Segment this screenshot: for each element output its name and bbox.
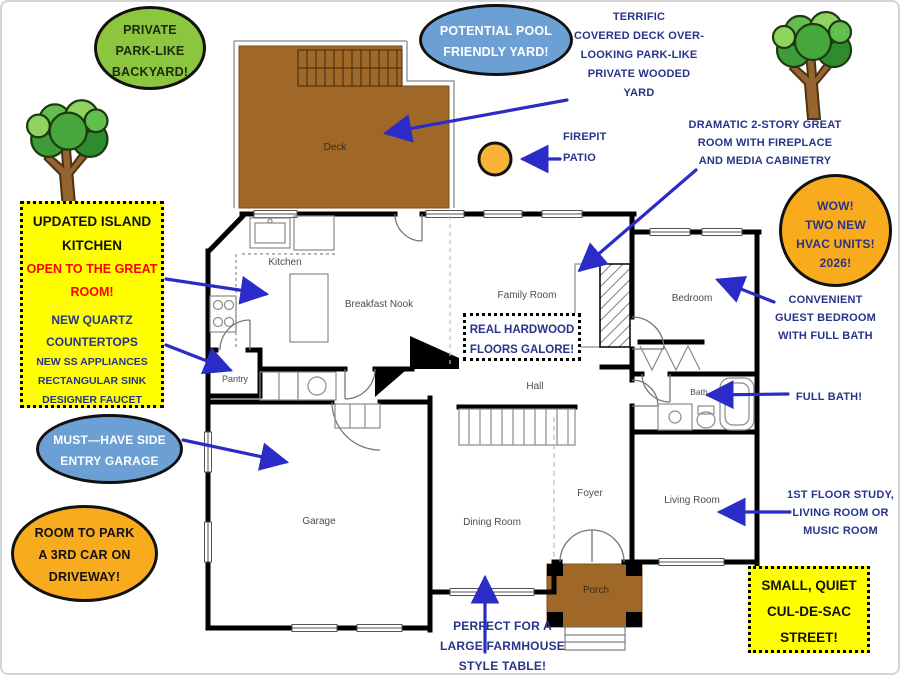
hardwood-note-line: REAL HARDWOOD <box>469 324 575 336</box>
culdesac-note-line: STREET! <box>780 630 838 645</box>
room-label-garage: Garage <box>302 516 336 527</box>
room-label-living-room: Living Room <box>664 495 720 506</box>
kitchen-note-line: RECTANGULAR SINK <box>37 375 147 387</box>
arrow-to-bedroom <box>715 275 776 304</box>
third-car-bubble-line: ROOM TO PARK <box>34 526 135 540</box>
kitchen-note-line: UPDATED ISLAND <box>32 214 152 229</box>
guest-bedroom-callout-line: CONVENIENT <box>788 294 863 306</box>
arrow-to-deck <box>382 98 569 143</box>
full-bath-callout-line: FULL BATH! <box>795 391 863 403</box>
third-car-bubble: ROOM TO PARK A 3RD CAR ON DRIVEWAY! <box>11 505 158 602</box>
room-labels: Deck Kitchen Breakfast Nook Family Room … <box>222 142 720 596</box>
hardwood-note-line: FLOORS GALORE! <box>469 344 575 356</box>
deck-area <box>233 40 455 209</box>
annotation-arrows <box>164 98 792 654</box>
kitchen-note-line: KITCHEN <box>62 238 122 253</box>
deck-callout-line: COVERED DECK OVER- <box>573 30 705 42</box>
firepit-circle <box>477 141 513 177</box>
great-room-callout-line: DRAMATIC 2-STORY GREAT <box>688 119 842 131</box>
study-callout-line: 1ST FLOOR STUDY, <box>786 489 895 501</box>
deck-callout-line: LOOKING PARK-LIKE <box>580 49 698 61</box>
hvac-bubble-line: TWO NEW <box>805 218 866 232</box>
great-room-callout-line: ROOM WITH FIREPLACE <box>697 137 833 149</box>
kitchen-note-line: COUNTERTOPS <box>46 335 138 349</box>
study-callout: 1ST FLOOR STUDY, LIVING ROOM OR MUSIC RO… <box>776 486 898 540</box>
arrow-to-bath <box>704 380 790 410</box>
guest-bedroom-callout-line: GUEST BEDROOM <box>775 312 876 324</box>
study-callout-line: MUSIC ROOM <box>803 525 878 537</box>
hvac-bubble-line: HVAC UNITS! <box>796 237 875 251</box>
room-label-kitchen: Kitchen <box>268 257 301 268</box>
farmhouse-callout-line: PERFECT FOR A <box>453 619 552 633</box>
side-garage-bubble-line: MUST—HAVE SIDE <box>53 433 166 447</box>
backyard-bubble-line: BACKYARD! <box>111 65 189 79</box>
guest-bedroom-callout-line: WITH FULL BATH <box>778 330 873 342</box>
kitchen-note-line: NEW QUARTZ <box>51 313 133 327</box>
firepit-callout-line: FIREPIT <box>563 131 607 143</box>
firepit-callout: FIREPIT PATIO <box>563 127 653 169</box>
hvac-bubble-line: WOW! <box>817 199 854 213</box>
kitchen-note-line: ROOM! <box>70 285 114 299</box>
porch-area <box>546 563 643 651</box>
great-room-callout: DRAMATIC 2-STORY GREAT ROOM WITH FIREPLA… <box>680 116 850 170</box>
kitchen-note-line: DESIGNER FAUCET <box>42 394 142 406</box>
room-label-dining-room: Dining Room <box>463 517 521 528</box>
room-label-foyer: Foyer <box>577 488 603 499</box>
hvac-bubble-line: 2026! <box>819 256 852 270</box>
deck-callout: TERRIFIC COVERED DECK OVER- LOOKING PARK… <box>554 8 724 103</box>
third-car-bubble-line: DRIVEWAY! <box>48 570 121 584</box>
windows <box>204 210 743 632</box>
third-car-bubble-line: A 3RD CAR ON <box>38 548 131 562</box>
arrow-to-great-room <box>577 168 698 273</box>
arrow-to-garage <box>181 438 290 471</box>
room-label-porch: Porch <box>583 585 609 596</box>
backyard-bubble-line: PRIVATE <box>123 23 177 37</box>
doors <box>219 213 671 563</box>
farmhouse-callout-line: LARGE FARMHOUSE <box>439 639 565 653</box>
room-label-bath: Bath <box>690 387 708 397</box>
wall-wedges <box>375 336 459 397</box>
culdesac-note-line: SMALL, QUIET <box>761 578 857 593</box>
fireplace-media-wall <box>599 263 631 348</box>
side-garage-bubble-line: ENTRY GARAGE <box>60 454 159 468</box>
room-label-family-room: Family Room <box>498 290 557 301</box>
kitchen-note-line: OPEN TO THE GREAT <box>26 262 158 276</box>
farmhouse-callout-line: STYLE TABLE! <box>458 659 547 673</box>
room-label-bedroom: Bedroom <box>672 293 713 304</box>
pool-bubble-line: FRIENDLY YARD! <box>443 45 549 59</box>
hardwood-note: REAL HARDWOOD FLOORS GALORE! <box>463 313 581 361</box>
full-bath-callout: FULL BATH! <box>778 391 880 403</box>
deck-callout-line: TERRIFIC <box>612 11 666 23</box>
kitchen-note: UPDATED ISLAND KITCHEN OPEN TO THE GREAT… <box>20 201 164 408</box>
arrow-to-kitchen <box>164 275 270 305</box>
room-label-breakfast-nook: Breakfast Nook <box>345 299 414 310</box>
arrow-to-pantry <box>164 343 233 375</box>
culdesac-note: SMALL, QUIET CUL-DE-SAC STREET! <box>748 566 870 653</box>
tree-right-icon <box>771 10 853 121</box>
pool-bubble-line: POTENTIAL POOL <box>439 24 553 38</box>
hvac-bubble: WOW! TWO NEW HVAC UNITS! 2026! <box>779 174 892 287</box>
backyard-bubble-line: PARK-LIKE <box>115 44 185 58</box>
walls <box>205 211 762 633</box>
firepit-callout-line: PATIO <box>563 152 596 164</box>
side-garage-bubble: MUST—HAVE SIDE ENTRY GARAGE <box>36 414 183 484</box>
deck-callout-line: PRIVATE WOODED <box>587 68 691 80</box>
great-room-callout-line: AND MEDIA CABINETRY <box>698 155 832 167</box>
study-callout-line: LIVING ROOM OR <box>792 507 889 519</box>
backyard-bubble: PRIVATE PARK-LIKE BACKYARD! <box>94 6 206 90</box>
room-label-pantry: Pantry <box>222 374 249 384</box>
farmhouse-callout: PERFECT FOR A LARGE FARMHOUSE STYLE TABL… <box>430 616 575 673</box>
room-label-hall: Hall <box>526 381 543 392</box>
tree-left-icon <box>25 99 109 212</box>
deck-callout-line: YARD <box>623 87 655 99</box>
room-label-deck: Deck <box>324 142 348 153</box>
culdesac-note-line: CUL-DE-SAC <box>767 604 851 619</box>
guest-bedroom-callout: CONVENIENT GUEST BEDROOM WITH FULL BATH <box>764 291 887 345</box>
kitchen-note-line: NEW SS APPLIANCES <box>36 356 148 368</box>
pool-bubble: POTENTIAL POOL FRIENDLY YARD! <box>419 4 573 76</box>
